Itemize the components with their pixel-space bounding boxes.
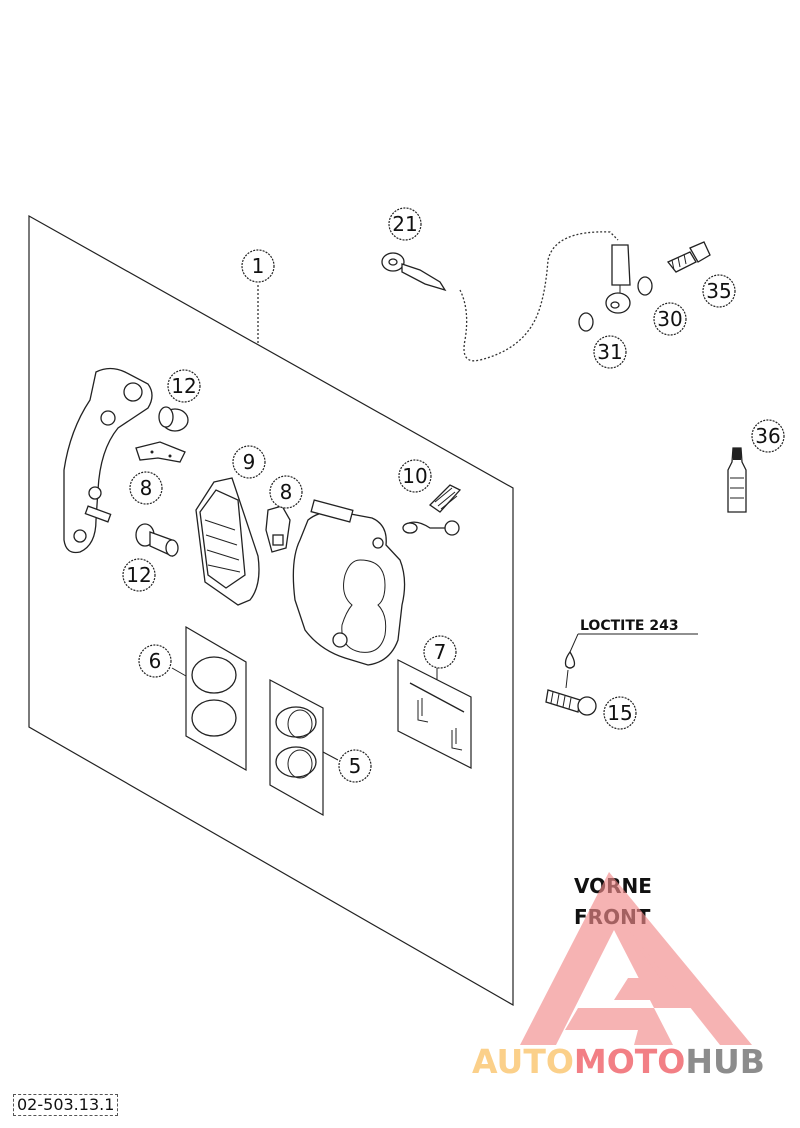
loctite-bottle bbox=[727, 447, 747, 513]
seal-set bbox=[269, 679, 324, 817]
callout-label: 8 bbox=[280, 480, 293, 504]
brake-line bbox=[381, 231, 631, 362]
callout-6: 6 bbox=[138, 644, 172, 678]
callout-36: 36 bbox=[751, 419, 785, 453]
callout-label: 12 bbox=[171, 374, 196, 398]
bolt-15 bbox=[545, 633, 698, 716]
callout-label: 35 bbox=[706, 279, 731, 303]
watermark-logo bbox=[520, 872, 752, 1045]
leader-line-5 bbox=[322, 751, 339, 761]
callout-12-bottom: 12 bbox=[122, 558, 156, 592]
callout-label: 10 bbox=[402, 464, 427, 488]
callout-1: 1 bbox=[241, 249, 275, 283]
callout-12-top: 12 bbox=[167, 369, 201, 403]
watermark-moto: MOTO bbox=[573, 1042, 686, 1081]
callout-7: 7 bbox=[423, 635, 457, 669]
brake-pad bbox=[195, 477, 260, 606]
callout-label: 6 bbox=[149, 649, 162, 673]
watermark-hub: HUB bbox=[685, 1042, 765, 1081]
caliper-body bbox=[292, 499, 406, 666]
pad-spring-right bbox=[265, 505, 291, 553]
pin-kit bbox=[397, 659, 472, 769]
callout-label: 9 bbox=[243, 450, 256, 474]
callout-5: 5 bbox=[338, 749, 372, 783]
callout-label: 36 bbox=[755, 424, 780, 448]
kit-frame bbox=[28, 214, 514, 1007]
callout-9: 9 bbox=[232, 445, 266, 479]
callout-label: 21 bbox=[392, 212, 417, 236]
watermark-brand: AUTOMOTOHUB bbox=[472, 1042, 765, 1081]
bushing-top bbox=[158, 406, 189, 432]
callout-label: 5 bbox=[349, 754, 362, 778]
callout-10: 10 bbox=[398, 459, 432, 493]
callout-30: 30 bbox=[653, 302, 687, 336]
callout-8-left: 8 bbox=[129, 471, 163, 505]
callout-label: 8 bbox=[140, 476, 153, 500]
caliper-bracket bbox=[63, 367, 153, 554]
callout-label: 1 bbox=[252, 254, 265, 278]
callout-21: 21 bbox=[388, 207, 422, 241]
washer-31 bbox=[578, 312, 594, 332]
pad-spring-left bbox=[135, 441, 186, 463]
document-code: 02-503.13.1 bbox=[13, 1094, 119, 1116]
callout-label: 12 bbox=[126, 563, 151, 587]
watermark-auto: AUTO bbox=[472, 1042, 574, 1081]
loctite-label: LOCTITE 243 bbox=[580, 618, 679, 634]
callout-label: 7 bbox=[434, 640, 447, 664]
bleeder-valve bbox=[402, 484, 462, 536]
callout-label: 31 bbox=[597, 340, 622, 364]
callout-label: 15 bbox=[607, 701, 632, 725]
callout-8-right: 8 bbox=[269, 475, 303, 509]
banjo-bolt bbox=[666, 241, 711, 273]
callout-31: 31 bbox=[593, 335, 627, 369]
washer-30 bbox=[637, 276, 653, 296]
callout-15: 15 bbox=[603, 696, 637, 730]
callout-label: 30 bbox=[657, 307, 682, 331]
callout-35: 35 bbox=[702, 274, 736, 308]
leader-line-6 bbox=[171, 667, 187, 677]
piston-set bbox=[185, 625, 247, 772]
slide-pin bbox=[135, 523, 179, 558]
